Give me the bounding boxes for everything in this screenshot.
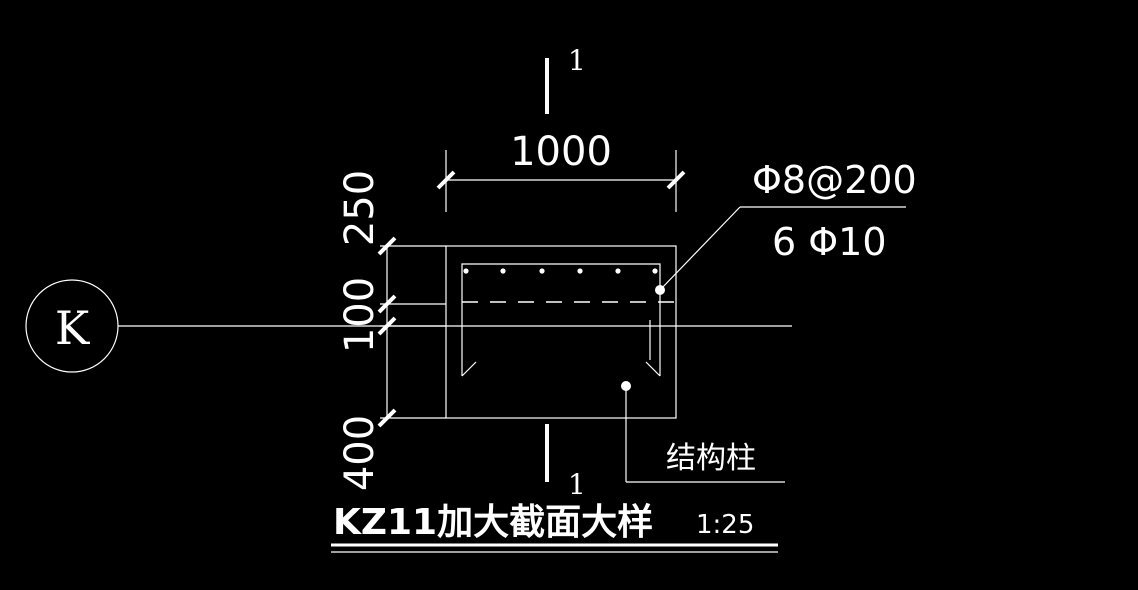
dim-middle-text: 100 [337, 277, 383, 353]
grid-axis-bubble: K [25, 279, 119, 373]
rebar-dot [615, 268, 621, 274]
section-mark-top: 1 [545, 44, 586, 114]
stirrup [461, 263, 676, 377]
section-mark-bottom: 1 [545, 424, 586, 501]
column-callout-text: 结构柱 [666, 441, 756, 476]
rebar-dot [652, 268, 658, 274]
rebar-main-text: 6 Φ10 [772, 220, 887, 264]
dim-tick-4 [377, 408, 397, 428]
column-leader: 结构柱 [621, 381, 785, 483]
stirrup-hook-right [645, 361, 661, 377]
dim-tick-1 [377, 236, 397, 256]
rebar-dots [463, 268, 658, 274]
dim-top-text: 250 [337, 170, 383, 246]
dim-tick-left [436, 170, 456, 190]
drawing-scale: 1:25 [696, 510, 754, 540]
column-section-outline [445, 245, 677, 419]
dim-bottom-text: 400 [337, 415, 383, 491]
rebar-stirrup-text: Φ8@200 [752, 158, 917, 202]
rebar-dot [463, 268, 469, 274]
dimension-chain-left: 250 100 400 [337, 170, 446, 491]
rebar-dot [577, 268, 583, 274]
rebar-leader: Φ8@200 6 Φ10 [655, 158, 917, 295]
dim-width-text: 1000 [510, 129, 612, 175]
grid-axis-label: K [55, 301, 91, 355]
rebar-dot [539, 268, 545, 274]
dim-tick-2 [377, 294, 397, 314]
dim-tick-3 [377, 316, 397, 336]
section-label-bottom: 1 [568, 468, 586, 501]
stirrup-top [461, 263, 661, 302]
rebar-dot [500, 268, 506, 274]
drawing-title-block: KZ11加大截面大样 1:25 [331, 502, 778, 553]
drawing-title: KZ11加大截面大样 [333, 502, 653, 543]
dim-tick-right [666, 170, 686, 190]
stirrup-hook-left [461, 361, 477, 377]
rebar-leader-line [659, 206, 741, 291]
section-label-top: 1 [568, 44, 586, 77]
dimension-width: 1000 [436, 129, 686, 212]
